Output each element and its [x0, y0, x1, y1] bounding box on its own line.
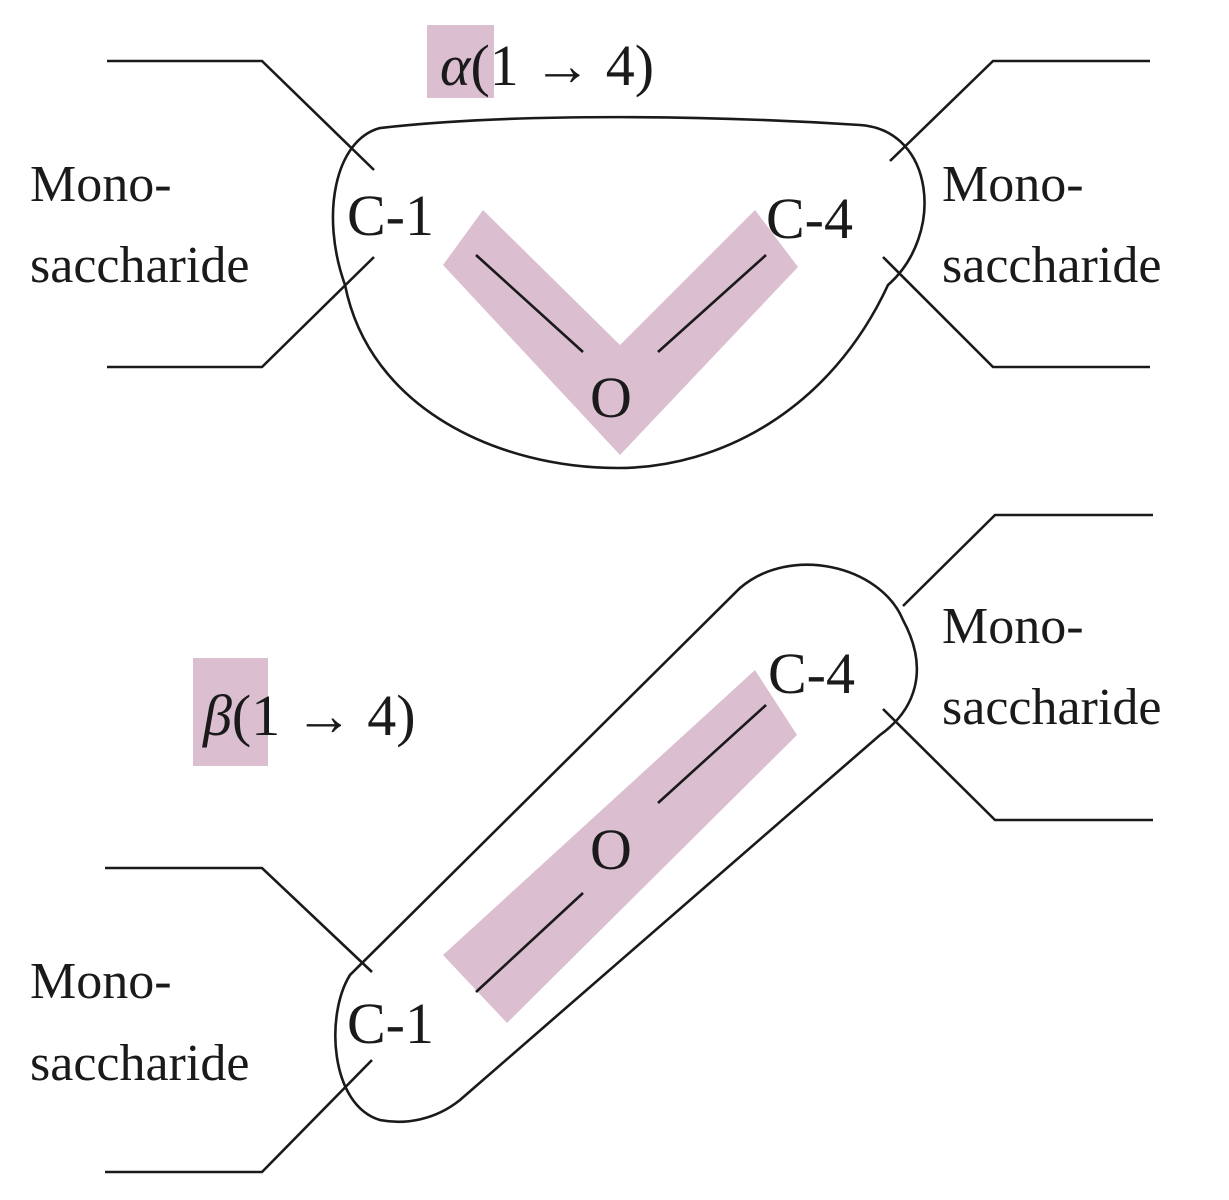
- beta-o-c4-bond: [657, 704, 767, 804]
- alpha-greek-highlight: [427, 25, 494, 98]
- alpha-right-mono-line2: saccharide: [942, 237, 1161, 294]
- beta-right-ring-top: [902, 513, 1153, 607]
- alpha-right-mono-line1: Mono-: [942, 156, 1084, 213]
- alpha-carbon-4-label: C-4: [766, 186, 853, 251]
- alpha-greek-letter: α: [440, 33, 472, 98]
- beta-right-mono-line1: Mono-: [942, 598, 1084, 655]
- beta-right-ring-bottom: [882, 708, 1153, 822]
- beta-left-mono-line1: Mono-: [30, 953, 172, 1010]
- beta-right-mono-line2: saccharide: [942, 679, 1161, 736]
- beta-linkage-positions: (1 → 4): [232, 683, 416, 748]
- beta-linkage-label: β(1 → 4): [202, 683, 416, 748]
- alpha-right-ring-bottom: [882, 256, 1150, 369]
- alpha-right-ring-top: [889, 59, 1150, 162]
- beta-linkage-outline: [334, 563, 919, 1124]
- alpha-c1-o-bond: [475, 254, 584, 353]
- beta-right-monosaccharide-label: Mono- saccharide: [942, 598, 1161, 736]
- alpha-linkage-panel: α(1 → 4) C-1 C-4 O Mono- saccharide Mono…: [30, 25, 1161, 470]
- beta-linkage-panel: β(1 → 4) C-4 C-1 O Mono- saccharide Mono…: [30, 513, 1161, 1174]
- alpha-oxygen-label: O: [590, 365, 632, 430]
- alpha-right-monosaccharide-label: Mono- saccharide: [942, 156, 1161, 294]
- alpha-left-monosaccharide-label: Mono- saccharide: [30, 156, 249, 294]
- beta-carbon-1-label: C-1: [347, 991, 434, 1056]
- beta-greek-letter: β: [202, 683, 232, 748]
- alpha-linkage-positions: (1 → 4): [470, 33, 654, 98]
- alpha-left-mono-line2: saccharide: [30, 237, 249, 294]
- alpha-o-c4-bond: [657, 254, 767, 353]
- beta-carbon-4-label: C-4: [768, 641, 855, 706]
- beta-left-monosaccharide-label: Mono- saccharide: [30, 953, 249, 1092]
- alpha-carbon-1-label: C-1: [347, 183, 434, 248]
- beta-left-ring-bottom: [105, 1059, 373, 1174]
- alpha-linkage-label: α(1 → 4): [440, 33, 654, 98]
- beta-left-ring-top: [105, 866, 373, 973]
- alpha-left-mono-line1: Mono-: [30, 156, 172, 213]
- alpha-left-ring-bottom: [107, 256, 375, 369]
- beta-left-mono-line2: saccharide: [30, 1035, 249, 1092]
- beta-c1-o-bond: [475, 892, 584, 993]
- beta-oxygen-label: O: [590, 817, 632, 882]
- beta-greek-highlight: [193, 658, 268, 766]
- alpha-left-ring-top: [107, 59, 375, 171]
- alpha-bond-highlight: [443, 210, 798, 455]
